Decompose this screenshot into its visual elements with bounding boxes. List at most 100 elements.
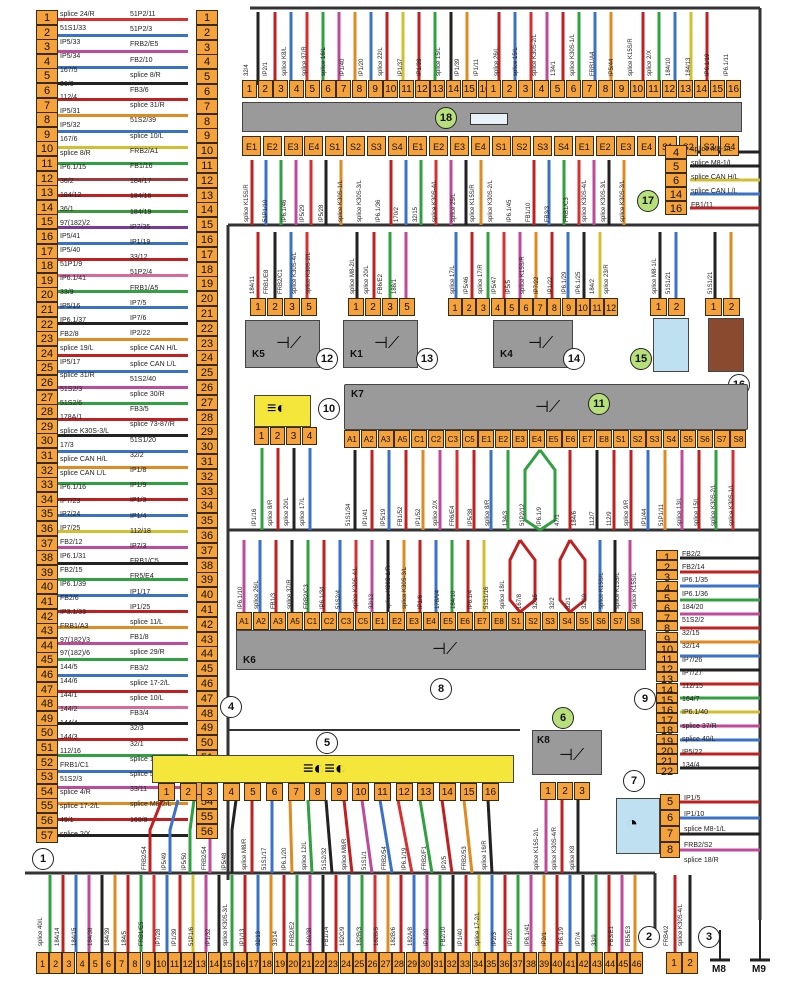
pin: 31 [196,454,218,469]
block5-wires [148,799,494,874]
marker-2: 2 [638,926,660,948]
wire-label: splice 15/L [694,497,700,526]
wire-label: splice K30S-4/L [292,251,298,294]
wire-label: 33/12 [130,254,148,262]
pin: E1 [242,136,261,156]
pin: S8 [627,612,643,630]
pin: 43 [36,623,58,639]
pin: 28 [36,404,58,420]
wire-label: 51S1/20 [130,436,157,444]
pin: 39 [36,564,58,580]
marker-8: 8 [430,678,452,700]
wire-label: splice K15S/R [469,184,476,222]
wire-label: 184/2 [590,278,596,294]
wire-label: splice 17-2/L [474,911,481,946]
wire-label: 182B/3 [357,926,364,946]
relay-switch-icon: ⊣⟋ [276,335,302,352]
pin: S3 [699,136,719,156]
pin: 2 [36,24,58,40]
wire-label: splice K30S-3/L [60,428,110,435]
wire-label: splice K15S/R [628,38,634,76]
wire-label: splice 15/L [436,47,442,76]
pin: 36 [36,521,58,536]
relay-k4-label: K4 [500,349,513,360]
wire-label: splice 17-2/L [60,803,100,811]
wire-label: 160/8 [130,816,148,824]
pin: A5 [394,430,411,448]
pin: 44 [36,637,58,653]
wire-label: splice K30S-4/L [678,903,684,946]
wire-label: 184/38 [88,927,95,946]
pin: S3 [646,430,663,448]
pin: 12 [414,80,430,98]
wire-label: splice 18/R [684,857,719,865]
wire-label: 51P1/11 [659,504,666,526]
pin: 26 [196,380,218,395]
wire-label: splice K30S-1/L [728,483,735,526]
wire-label: 36/2 [60,177,74,185]
pin: S8 [730,430,747,448]
pin: 8 [309,783,327,801]
wire-label: FB2/14 [682,564,705,572]
wire-label: IP1/38 [416,58,423,76]
wire-label: 51S1/1 [362,850,368,870]
wire-label: splice K30S-2/L [711,483,718,526]
relay-k7-body: K7 ⊣⟋ [344,384,748,430]
pin: 22 [196,320,218,336]
pin: 14 [694,80,709,98]
wire-label: splice M8/R [242,838,248,870]
pin: 34 [471,952,485,974]
wire-label: 184/39 [105,927,112,946]
wire-label: 51S2/32 [322,847,328,870]
wire-label: 51S2/3 [60,386,83,394]
wire-label: IP7/6 [130,315,147,322]
pin: E1 [408,136,428,156]
pin: 22 [656,764,678,778]
ground-m8-label: M8 [712,964,726,975]
wire-label: 164/7 [682,696,700,704]
wire-label: splice K15S/L [615,572,622,609]
pin: 2 [49,952,63,974]
wire-label: 32/3 [130,725,144,733]
relay-k1-label: K1 [350,349,363,360]
pin: S3 [366,136,386,156]
pin: S5 [576,612,592,630]
pin: 7 [115,952,129,974]
pin: 9 [561,298,576,316]
wire-label: 51S2/3 [60,775,83,783]
pin: S4 [559,612,575,630]
pin: 14 [36,199,58,215]
gauge-icon: ◔ [626,813,639,835]
pin: 8 [547,298,562,316]
pin: 38 [36,550,58,566]
wire-label: IP5/41 [60,233,81,241]
wire-label: splice 5/L [130,771,160,778]
pin: 1 [242,80,257,98]
wire-label: 51S2/4 [336,589,343,609]
wire-label: 33/9 [60,289,74,296]
wire-label: IP1/16 [252,508,258,526]
wire-label: FRB2/54 [382,846,388,870]
wire-label: IP5/17 [60,358,81,366]
wire-label: 182B/5 [374,926,380,946]
pin: 45 [36,652,58,668]
pin: 56 [36,813,58,828]
wire-label: 51S2/2 [682,617,705,624]
wire-label: splice K30S-3/L [222,903,229,946]
ground-m9-label: M9 [752,964,766,975]
pin: E1 [372,612,388,630]
wire-label: splice 37/R [301,46,308,76]
wire-label: 112/7 [589,511,596,526]
pin: 19 [656,733,678,748]
wire-label: FB2/6 [60,594,79,602]
wire-label: splice K15S-2/L [534,827,540,870]
pin: S1 [612,430,629,448]
wire-label: 97(182)/2 [60,219,90,227]
wire-label: IP6.1/36 [682,590,709,598]
